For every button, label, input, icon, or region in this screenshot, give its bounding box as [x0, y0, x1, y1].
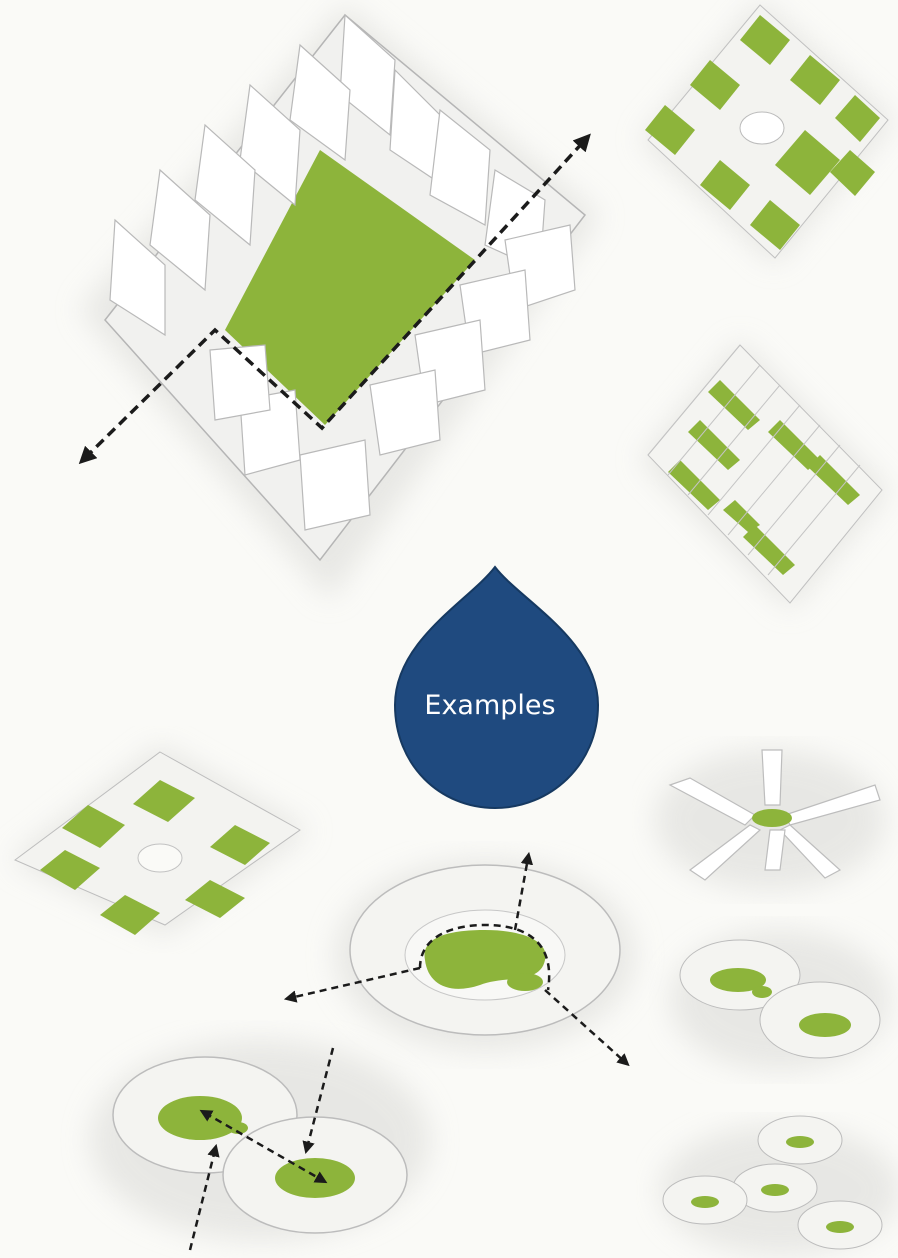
oval-arrow-left	[283, 966, 421, 1003]
comb-block-pattern	[640, 340, 890, 610]
quad-cluster-block	[10, 745, 310, 935]
oval-arrow-right	[544, 989, 630, 1067]
oval-green	[424, 930, 546, 989]
examples-drop	[393, 565, 600, 810]
triple-ring-block	[660, 1115, 898, 1255]
oval-courtyard-block	[335, 860, 635, 1050]
grid-block-pattern	[640, 0, 895, 265]
linked-ring-block	[90, 1040, 430, 1240]
linked-arrow-bottom	[188, 1143, 220, 1251]
linked-ring-arrow	[199, 1109, 328, 1184]
star-radial-block	[655, 749, 885, 890]
perimeter-block-large	[80, 5, 600, 600]
linked-arrow-top	[302, 1047, 335, 1155]
double-ring-block	[670, 930, 890, 1070]
oval-arrow-ring	[418, 923, 551, 991]
star-center-green	[752, 809, 792, 827]
oval-arrow-top	[513, 851, 534, 931]
drop-label: Examples	[424, 690, 556, 721]
